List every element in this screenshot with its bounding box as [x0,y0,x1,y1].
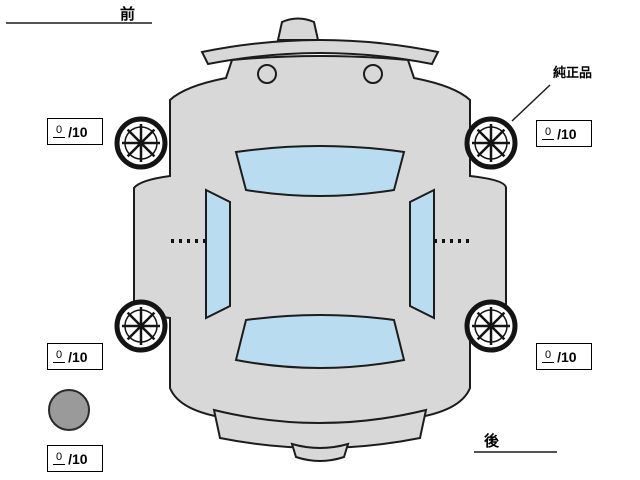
genuine-part-label: 純正品 [553,65,593,80]
tread-score-front-left: 0 /10 [47,118,103,145]
right-side-window-glass [409,188,435,320]
left-side-window-glass [205,188,231,320]
wheel-front-right-icon [464,116,518,170]
tread-score-spare: 0 /10 [47,445,103,472]
spare-tire-icon [48,389,90,431]
tread-score-value: 0 [53,350,66,363]
tread-score-front-right: 0 /10 [536,120,592,147]
tread-score-denominator: /10 [68,450,88,467]
tread-score-denominator: /10 [557,348,577,365]
rear-label: 後 [484,433,500,450]
rear-window-glass [234,314,406,369]
tread-score-rear-left: 0 /10 [47,343,103,370]
right-mirror-icon [363,64,383,84]
wheel-rear-left-icon [114,299,168,353]
wheel-front-left-icon [114,116,168,170]
genuine-part-pointer-line [511,84,551,122]
front-label: 前 [120,6,136,23]
tread-score-denominator: /10 [68,123,88,140]
left-mirror-icon [257,64,277,84]
rear-bumper-shape [212,408,428,449]
tread-score-rear-right: 0 /10 [536,343,592,370]
front-fin-shape [276,17,320,41]
tread-score-value: 0 [542,350,555,363]
tread-score-value: 0 [53,125,66,138]
tread-score-denominator: /10 [68,348,88,365]
front-bumper-shape [200,39,440,66]
wheel-rear-right-icon [464,299,518,353]
tread-score-denominator: /10 [557,125,577,142]
tread-score-value: 0 [542,127,555,140]
windshield-glass [234,145,406,197]
tread-score-value: 0 [53,452,66,465]
rear-center-tab-shape [290,442,350,462]
